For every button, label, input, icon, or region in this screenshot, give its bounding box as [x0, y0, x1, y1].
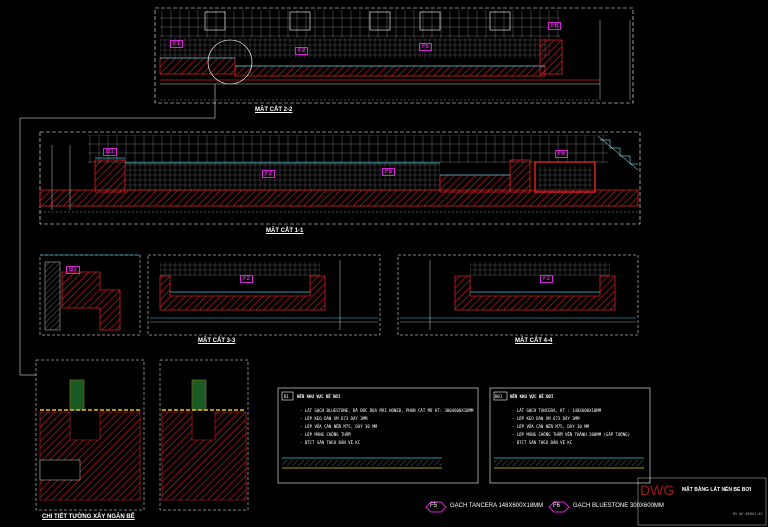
legend-box-1: [277, 387, 479, 484]
tag-f1-top: F1: [170, 40, 184, 48]
legend2-tag: B01: [495, 394, 503, 399]
section-title-2-2: MẶT CẮT 2-2: [255, 107, 293, 113]
legend1-line-4: - LỚP MÀNG CHỐNG THẤM: [300, 432, 351, 437]
section-4-4: [397, 254, 639, 336]
tag-f2-top: F2: [295, 47, 309, 55]
section-3-3-left-detail: [39, 254, 141, 336]
legend2-line-3: - LỚP VỮA CÁN NỀN M75, DÀY 30 MM: [512, 424, 590, 429]
tag-f6-top: F6: [548, 22, 562, 30]
section-1-1: [39, 131, 641, 225]
legend-box-2: [489, 387, 651, 484]
section-title-3-3: MẶT CẮT 3-3: [198, 338, 236, 344]
detail-callout-lines: [19, 84, 216, 376]
dwg-watermark: DWG: [640, 482, 675, 498]
section-3-3: [147, 254, 381, 336]
tag-f5-section11: F5: [382, 168, 396, 176]
legend2-title: NỀN KHU VỰC BỂ BƠI: [510, 394, 554, 399]
section-title-4-4: MẶT CẮT 4-4: [515, 338, 553, 344]
detail-wall-1: [35, 359, 145, 511]
section-2-2: [154, 7, 634, 104]
tag-f2-section44: F2: [540, 275, 554, 283]
legend2-line-1: - LÁT GẠCH TANCERA, KT : 148X600X18MM: [512, 408, 602, 413]
legend1-line-3: - LỚP VỮA CÁN NỀN M75, DÀY 30 MM: [300, 424, 378, 429]
tag-f2-section11: F2: [262, 170, 276, 178]
f5-text: GẠCH TANCERA 148X600X18MM: [450, 503, 544, 509]
legend1-line-5: - BTCT SÀN THEO BẢN VẼ KC: [300, 440, 361, 445]
legend1-line-1: - LÁT GẠCH BLUESTONE, ĐÁ BÓC DỰA MÀI HON…: [300, 408, 474, 413]
legend2-line-4: - LỚP MÀNG CHỐNG THẤM VỀN THÀNH 200MM (G…: [512, 432, 631, 437]
legend1-tag: B1: [284, 394, 289, 399]
drawing-title: MẶT BẰNG LÁT NỀN BỂ BƠI: [682, 487, 751, 493]
f5-hexagon-icon: [425, 501, 447, 513]
title-block-frame: [637, 477, 767, 526]
legend2-line-2: - LỚP KEO DÁN XM 673 DÀY 3MM: [512, 416, 580, 421]
legend1-line-2: - LỚP KEO DÁN XM 673 DÀY 3MM: [300, 416, 368, 421]
tag-f5-top: F5: [419, 43, 433, 51]
section-title-detail: CHI TIẾT TƯỜNG XÂY NGĂN BỂ: [42, 514, 135, 520]
tag-f2-section33: F2: [240, 275, 254, 283]
f6-hexagon-icon: [548, 501, 570, 513]
tag-b1-section11: B1: [103, 148, 117, 156]
f6-text: GẠCH BLUESTONE 300X600MM: [573, 503, 664, 509]
drawing-code: BV.NC.BEBOI.02: [733, 512, 763, 516]
tag-f6-section11: F6: [555, 150, 569, 158]
f6-tag: F6: [553, 503, 561, 509]
legend1-title: NỀN KHU VỰC BỂ BƠI: [297, 394, 341, 399]
f5-tag: F5: [430, 503, 438, 509]
legend2-line-5: - BTCT SÀN THEO BẢN VẼ KC: [512, 440, 573, 445]
section-title-1-1: MẶT CẮT 1-1: [266, 228, 304, 234]
tag-b1-section33-left: B1: [66, 266, 80, 274]
detail-wall-2: [159, 359, 249, 511]
